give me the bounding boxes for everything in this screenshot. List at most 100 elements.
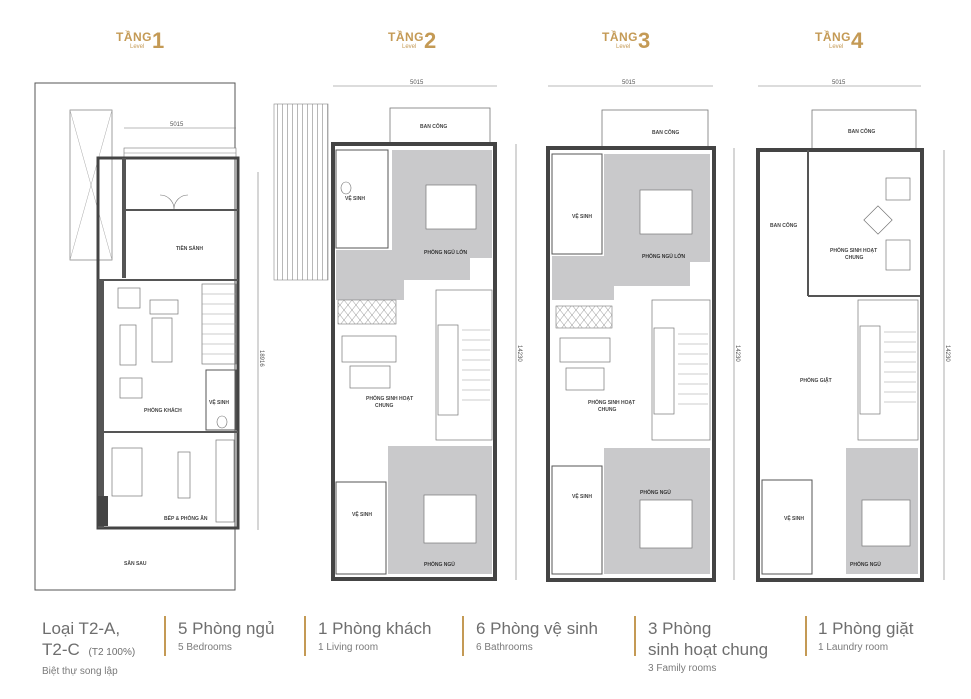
stair-void bbox=[437, 324, 459, 416]
bed bbox=[639, 499, 693, 549]
stat-bedrooms: 5 Phòng ngủ 5 Bedrooms bbox=[178, 618, 274, 653]
separator bbox=[462, 616, 464, 656]
room-label-family-1: PHÒNG SINH HOẠT bbox=[366, 394, 413, 402]
stat-family: 3 Phòng sinh hoạt chung 3 Family rooms bbox=[648, 618, 768, 674]
wc-room bbox=[761, 479, 813, 575]
level-number: 3 bbox=[638, 28, 651, 53]
level-number: 4 bbox=[851, 28, 864, 53]
room-label-balcony: BAN CÔNG bbox=[848, 127, 875, 135]
stat-small: 1 Laundry room bbox=[818, 642, 889, 653]
staircase bbox=[651, 299, 711, 441]
room-label-kitchen: BẾP & PHÒNG ĂN bbox=[164, 514, 208, 522]
house-outline bbox=[756, 148, 924, 582]
stat-big: 3 Phòng bbox=[648, 619, 712, 638]
stair-treads bbox=[884, 331, 916, 403]
room-label-bedroom: PHÒNG NGỦ bbox=[850, 560, 881, 568]
staircase bbox=[435, 289, 493, 441]
terrace-deck bbox=[273, 103, 329, 281]
type-info: Loại T2-A, T2-C (T2 100%) Biệt thự song … bbox=[42, 618, 162, 677]
stat-small: 6 Bathrooms bbox=[476, 642, 533, 653]
level-sub: Level bbox=[402, 44, 417, 50]
wc-room bbox=[205, 369, 237, 431]
sofa-table bbox=[119, 324, 137, 366]
dim-depth-label: 14230 bbox=[516, 345, 522, 362]
stair-void bbox=[859, 325, 881, 415]
kitchen-counter bbox=[215, 439, 235, 523]
armchair bbox=[885, 239, 911, 271]
house-outline bbox=[331, 142, 497, 581]
room-label-master-bedroom: PHÒNG NGỦ LỚN bbox=[642, 252, 686, 260]
level-sub: Level bbox=[130, 44, 145, 50]
room-label-master-bedroom: PHÒNG NGỦ LỚN bbox=[424, 248, 468, 256]
stair-void bbox=[653, 327, 675, 415]
dim-width-label: 5015 bbox=[170, 122, 184, 128]
room-label-backyard: SÂN SAU bbox=[124, 560, 147, 567]
entry-door-swing bbox=[159, 194, 189, 210]
dim-depth-label: 14230 bbox=[944, 345, 950, 362]
stair-treads bbox=[202, 293, 236, 355]
stat-big: 6 Phòng vệ sinh bbox=[476, 619, 598, 638]
dim-width-label: 5015 bbox=[410, 80, 424, 86]
level-label: TẦNG bbox=[388, 30, 424, 44]
stat-bathrooms: 6 Phòng vệ sinh 6 Bathrooms bbox=[476, 618, 598, 653]
type-line-1: Loại T2-A, bbox=[42, 619, 121, 638]
stat-big: 1 Phòng khách bbox=[318, 619, 432, 638]
separator bbox=[634, 616, 636, 656]
armchair bbox=[117, 287, 141, 309]
wardrobe bbox=[555, 305, 613, 329]
level-sub: Level bbox=[616, 44, 631, 50]
room-label-bedroom: PHÒNG NGỦ bbox=[424, 560, 455, 568]
stat-laundry: 1 Phòng giặt 1 Laundry room bbox=[818, 618, 913, 653]
stat-big: 1 Phòng giặt bbox=[818, 619, 914, 638]
sofa bbox=[559, 337, 611, 363]
wc-room bbox=[551, 153, 603, 255]
separator bbox=[304, 616, 306, 656]
room-label-balcony-side: BAN CÔNG bbox=[770, 221, 797, 229]
room-label-laundry: PHÒNG GIẶT bbox=[800, 376, 832, 384]
wardrobe bbox=[337, 299, 397, 325]
staircase bbox=[857, 299, 919, 441]
level-number: 1 bbox=[152, 28, 165, 53]
parking-bay bbox=[69, 109, 113, 261]
stat-big: 5 Phòng ngủ bbox=[178, 619, 275, 638]
stair-treads bbox=[462, 329, 490, 401]
toilet bbox=[340, 181, 352, 195]
dim-depth-label: 18916 bbox=[258, 350, 264, 367]
type-line-2: T2-C bbox=[42, 640, 80, 659]
sofa bbox=[151, 317, 173, 363]
room-label-wc: VỆ SINH bbox=[209, 398, 229, 406]
room-label-living: PHÒNG KHÁCH bbox=[144, 406, 182, 414]
wc-room bbox=[335, 149, 389, 249]
separator bbox=[164, 616, 166, 656]
stat-small: 5 Bedrooms bbox=[178, 642, 232, 653]
coffee-table bbox=[349, 365, 391, 389]
dining-table bbox=[111, 447, 143, 497]
fridge bbox=[98, 496, 108, 526]
stat-small: 3 Family rooms bbox=[648, 663, 717, 674]
house-outline bbox=[96, 156, 240, 530]
dim-depth-label: 14230 bbox=[734, 345, 740, 362]
wall bbox=[98, 280, 104, 528]
level-label: TẦNG bbox=[602, 30, 638, 44]
coffee-table bbox=[863, 205, 893, 235]
wall bbox=[122, 158, 126, 278]
room-label-family-1: PHÒNG SINH HOẠT bbox=[588, 398, 635, 406]
room-label-bedroom: PHÒNG NGỦ bbox=[640, 488, 671, 496]
wc-room bbox=[335, 481, 387, 575]
bed bbox=[861, 499, 911, 547]
balcony bbox=[601, 109, 709, 149]
bed bbox=[639, 189, 693, 235]
kitchen-island bbox=[177, 451, 191, 499]
armchair bbox=[119, 377, 143, 399]
room-label-family-2: CHUNG bbox=[845, 255, 863, 261]
level-label: TẦNG bbox=[116, 30, 152, 44]
room-label-family-1: PHÒNG SINH HOẠT bbox=[830, 246, 877, 254]
plan-level-1: 5015 TIỀN SẢNH PHÒNG KHÁCH VỆ SINH BẾP &… bbox=[34, 82, 264, 591]
dim-width-label: 5015 bbox=[832, 80, 846, 86]
room-label-foyer: TIỀN SẢNH bbox=[176, 245, 203, 252]
armchair bbox=[885, 177, 911, 201]
room-label-family-2: CHUNG bbox=[598, 407, 616, 413]
floor-plans: 5015 TIỀN SẢNH PHÒNG KHÁCH VỆ SINH BẾP &… bbox=[34, 80, 950, 591]
separator bbox=[805, 616, 807, 656]
type-note: (T2 100%) bbox=[88, 647, 136, 658]
